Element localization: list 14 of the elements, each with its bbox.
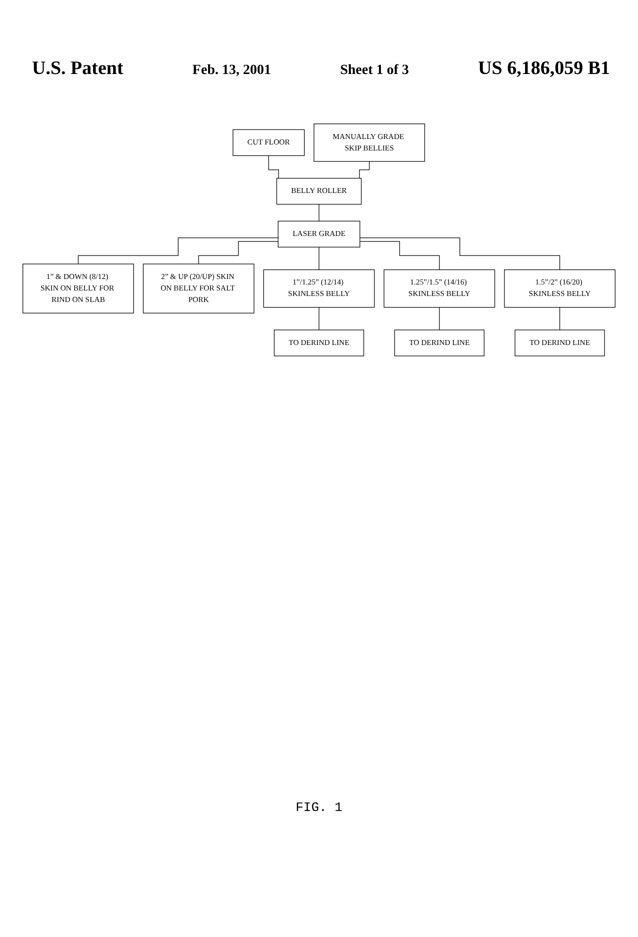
connector: [78, 237, 278, 264]
patent-number: US 6,186,059 B1: [478, 58, 610, 80]
header-text: Feb. 13, 2001: [192, 63, 271, 79]
connector: [318, 204, 320, 222]
connector: [559, 307, 560, 330]
connector: [439, 307, 440, 330]
connector: [318, 307, 320, 330]
connector: [198, 241, 278, 264]
connector: [318, 246, 320, 270]
header-text: Sheet 1 of 3: [340, 63, 409, 79]
figure-caption: FIG. 1: [296, 800, 342, 815]
connector: [360, 241, 440, 270]
patent-header: U.S. Patent: [32, 58, 124, 80]
connector: [360, 237, 560, 270]
